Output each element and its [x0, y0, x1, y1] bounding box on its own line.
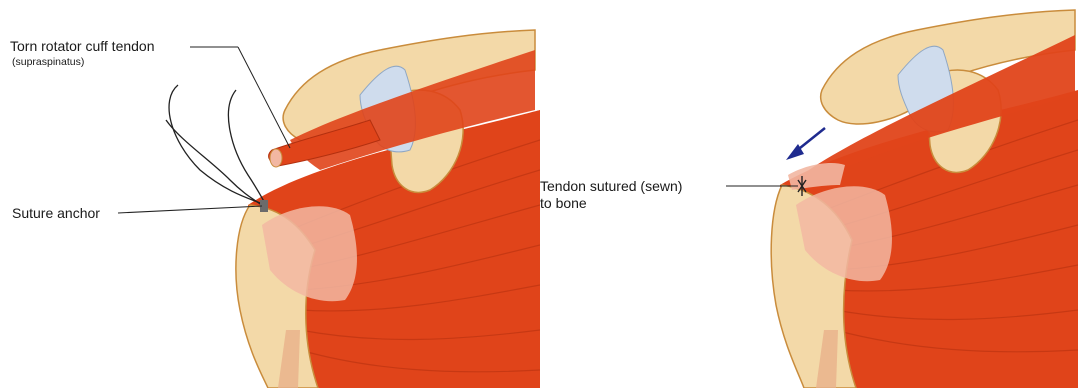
torn-tendon-sublabel: (supraspinatus)	[12, 56, 84, 68]
torn-tendon-label: Torn rotator cuff tendon	[10, 38, 155, 54]
repaired-tendon-panel: Tendon sutured (sewn) to bone	[540, 0, 1078, 388]
suture-anchor-leader	[118, 206, 262, 213]
torn-tendon-panel: Torn rotator cuff tendon (supraspinatus)…	[0, 0, 540, 388]
sutured-label-line1: Tendon sutured (sewn)	[540, 178, 682, 194]
torn-tendon-leader-diag	[238, 47, 290, 148]
suture-strands	[166, 85, 266, 206]
suture-anchor-label: Suture anchor	[12, 205, 100, 221]
sutured-label-line2: to bone	[540, 195, 587, 211]
direction-arrow	[786, 128, 825, 160]
torn-tendon-end	[270, 149, 282, 167]
